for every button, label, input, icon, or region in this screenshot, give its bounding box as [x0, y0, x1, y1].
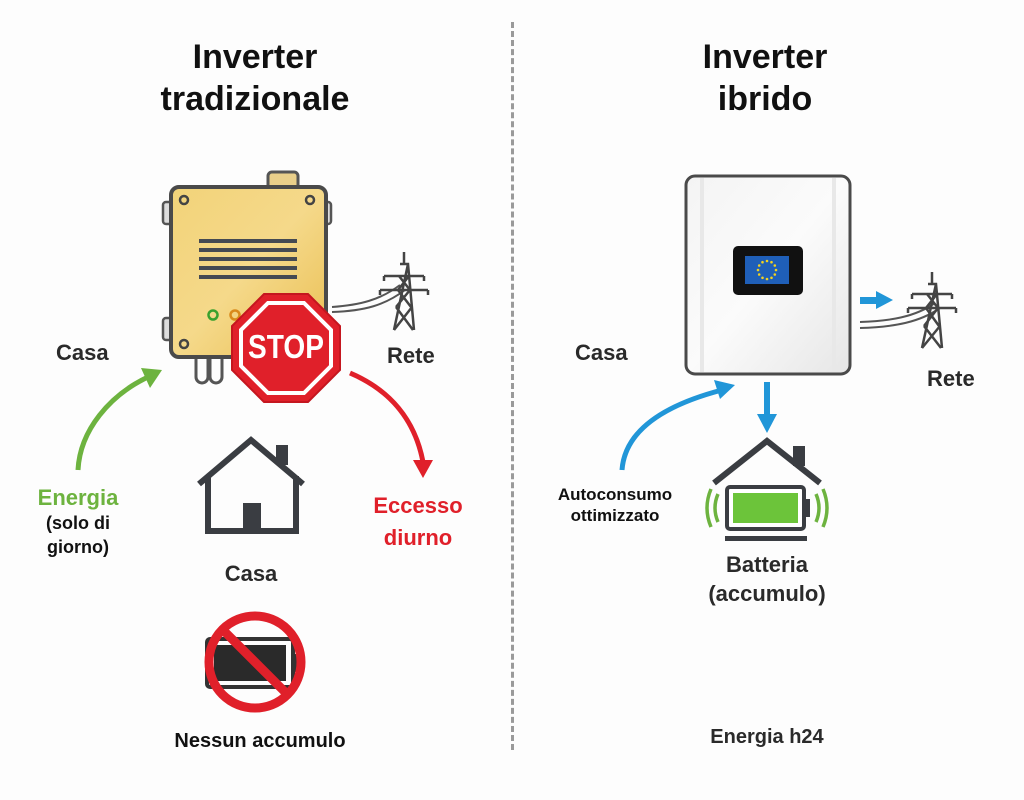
right-casa-label: Casa: [575, 340, 628, 365]
left-casa-label: Casa: [56, 340, 109, 365]
batteria-label: Batteria (accumulo): [687, 550, 847, 608]
hybrid-inverter-icon: [684, 174, 852, 376]
power-pylon-icon: [378, 252, 430, 331]
left-title: Inverter tradizionale: [100, 36, 410, 120]
right-title-line1: Inverter: [702, 38, 828, 76]
right-rete-label: Rete: [927, 366, 975, 391]
house-battery-icon: [705, 437, 829, 541]
right-title: Inverter ibrido: [610, 36, 920, 120]
no-battery-icon: [204, 611, 306, 713]
power-pylon-icon-right: [906, 272, 958, 349]
left-title-line1: Inverter: [192, 38, 318, 76]
autoconsumo-label: Autoconsumo ottimizzato: [530, 484, 700, 526]
eccesso-line2: diurno: [383, 525, 453, 550]
eccesso-label: Eccesso diurno: [356, 490, 480, 554]
left-casa-bottom-label: Casa: [224, 561, 278, 586]
batteria-line2: (accumulo): [708, 581, 826, 606]
center-divider: [511, 22, 514, 750]
blue-autoconsumo-arrow: [619, 380, 735, 471]
energia-note-line1: (solo di: [46, 513, 110, 533]
red-excess-arrow: [349, 370, 433, 478]
blue-arrow-to-battery: [757, 382, 777, 433]
eccesso-line1: Eccesso: [373, 493, 463, 518]
energia-label: Energia (solo di giorno): [18, 484, 138, 559]
blue-arrow-to-grid: [860, 291, 893, 309]
stop-sign-text: STOP: [248, 328, 324, 365]
batteria-line1: Batteria: [726, 552, 808, 577]
energia-note-line2: giorno): [47, 537, 109, 557]
traditional-inverter-icon: [161, 170, 333, 385]
energia-h24-label: Energia h24: [710, 726, 824, 748]
autoconsumo-line2: ottimizzato: [570, 506, 660, 525]
left-title-line2: tradizionale: [160, 80, 350, 118]
energia-title: Energia: [37, 485, 119, 510]
nessun-accumulo-label: Nessun accumulo: [174, 730, 346, 752]
stop-sign-icon: [231, 293, 341, 403]
right-title-line2: ibrido: [717, 80, 813, 118]
autoconsumo-line1: Autoconsumo: [557, 485, 673, 504]
house-icon: [197, 436, 305, 534]
left-rete-label: Rete: [387, 343, 435, 368]
green-energy-arrow: [75, 368, 162, 471]
